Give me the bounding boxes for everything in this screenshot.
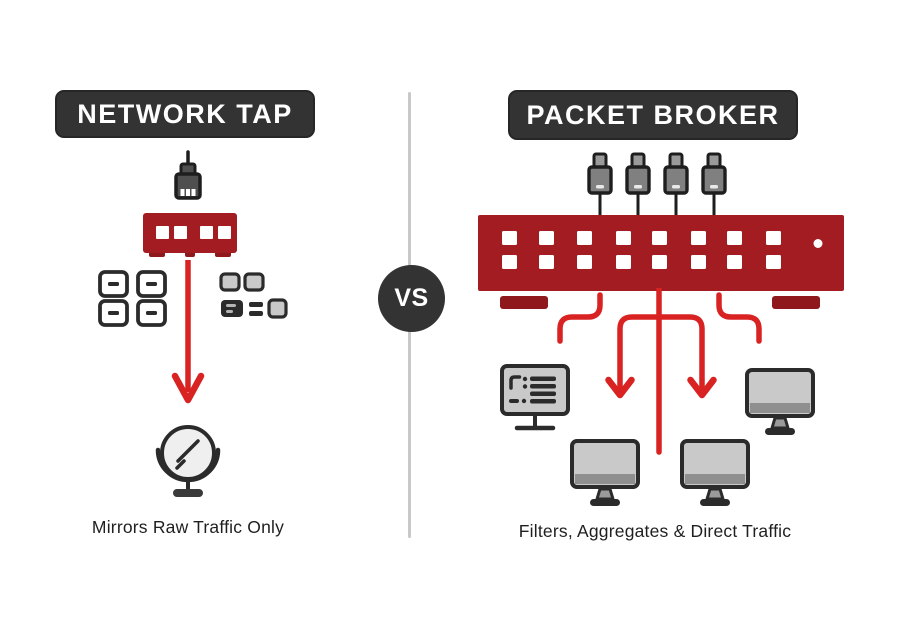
vs-badge: VS (378, 265, 445, 332)
packet-broker-title: PACKET BROKER (526, 99, 780, 130)
down-arrow-icon (171, 260, 205, 404)
packet-broker-caption: Filters, Aggregates & Direct Traffic (518, 521, 792, 541)
usb-plug-icon (663, 152, 689, 215)
dashboard-monitor-icon (500, 364, 570, 431)
usb-plug-icon (587, 152, 613, 215)
network-tap-caption: Mirrors Raw Traffic Only (91, 517, 285, 537)
network-tap-title: NETWORK TAP (77, 98, 293, 129)
network-tap-title-box: NETWORK TAP (55, 90, 315, 138)
tap-device-icon (143, 213, 237, 257)
ethernet-plug-icon (174, 150, 202, 200)
usb-plug-icon (625, 152, 651, 215)
desktop-monitor-icon (745, 368, 815, 435)
port-cluster-icon (219, 272, 288, 319)
branch-arrows-icon (557, 288, 762, 455)
packet-broker-title-box: PACKET BROKER (508, 90, 798, 140)
broker-device-icon (478, 215, 844, 309)
desktop-monitor-icon (570, 439, 640, 506)
mirror-icon (155, 425, 221, 497)
vs-label: VS (394, 284, 429, 312)
usb-plug-icon (701, 152, 727, 215)
desktop-monitor-icon (680, 439, 750, 506)
port-grid-icon (98, 270, 167, 327)
